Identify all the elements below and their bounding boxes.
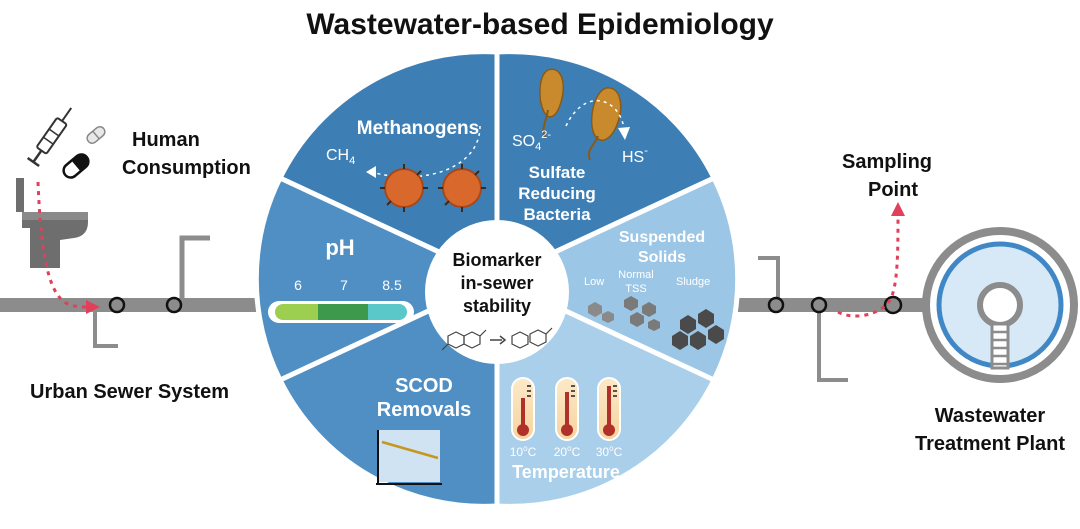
sewer-pipe-left: [0, 298, 296, 312]
sewer-system-right: Sampling Point Wastewater Treatment Plan…: [738, 151, 1078, 455]
methane-formula-sub: 4: [349, 155, 355, 167]
methanogens-label: Methanogens: [357, 118, 479, 139]
ph-label: pH: [325, 235, 354, 260]
sampling-point-line2: Point: [868, 179, 918, 201]
temp-value-20: 20: [554, 445, 568, 459]
solids-sludge-particles-icon: [672, 309, 724, 350]
sewer-system-left: Human Consumption Urban Sewer System: [0, 107, 296, 403]
solids-low-label: Low: [584, 276, 604, 288]
temp-unit-10: C: [528, 445, 537, 459]
scod-label-line2: Removals: [377, 399, 472, 421]
center-circle: [425, 220, 569, 364]
solids-low-particles-icon: [588, 302, 614, 323]
methanogen-cell-2-icon: [438, 164, 486, 212]
methane-formula: CH4: [326, 147, 355, 167]
thermometer-3-icon: [597, 377, 621, 441]
sulfate-ion-sup: 2-: [541, 129, 551, 141]
ph-value-7: 7: [340, 277, 348, 293]
thermometer-1-icon: [511, 377, 535, 441]
sulfate-label-line2: Reducing: [518, 184, 595, 203]
sulfate-label-line1: Sulfate: [529, 163, 586, 182]
sulfate-path-arrowhead: [618, 127, 630, 140]
sampling-arrowhead: [891, 202, 905, 216]
treatment-plant-line2: Treatment Plant: [915, 433, 1065, 455]
sewer-node-1: [108, 296, 126, 314]
human-consumption-line2: Consumption: [122, 157, 251, 179]
solids-sludge-label: Sludge: [676, 276, 710, 288]
hydrosulfide-formula: HS-: [622, 145, 648, 166]
pipe-bracket-right: [817, 310, 848, 382]
human-consumption-line1: Human: [132, 129, 200, 151]
sampling-arrow: [837, 213, 900, 318]
center-label-line3: stability: [463, 296, 531, 316]
treatment-plant-line1: Wastewater: [935, 405, 1046, 427]
methanogen-path-arrow: [371, 125, 481, 178]
molecule-degradation-icon: [441, 327, 553, 351]
pill-capsule-black-icon: [62, 153, 90, 179]
hydrosulfide-main: HS: [622, 149, 644, 166]
flow-arrowhead-left: [86, 300, 100, 314]
solids-label-line1: Suspended: [619, 229, 705, 246]
sewer-node-2: [165, 296, 183, 314]
thermometer-2-icon: [555, 377, 579, 441]
stability-factor-wheel: Methanogens CH4: [253, 49, 741, 509]
treatment-plant-icon: [922, 227, 1078, 383]
hydrosulfide-sup: -: [644, 145, 648, 157]
syringe-icon: [26, 107, 73, 168]
solids-normal-label-2: TSS: [625, 283, 646, 295]
sulfate-bacterium-1-icon: [539, 68, 564, 139]
manhole-bracket: [179, 235, 210, 300]
temp-unit-30: C: [614, 445, 623, 459]
sulfate-ion-formula: SO42-: [512, 129, 551, 153]
solids-normal-label-1: Normal: [618, 269, 653, 281]
methanogen-path-arrowhead: [366, 166, 376, 178]
temp-label-20: 20oC: [554, 444, 581, 459]
sector-methanogens: [276, 49, 500, 283]
sampling-point-line1: Sampling: [842, 151, 932, 173]
diagram-title: Wastewater-based Epidemiology: [306, 8, 774, 41]
sulfate-label-line3: Bacteria: [523, 205, 591, 224]
sulfate-path-arrow: [565, 99, 625, 129]
temp-degree-30: o: [609, 444, 614, 453]
methanogen-cell-1-icon: [380, 164, 428, 212]
temp-value-10: 10: [510, 445, 524, 459]
methane-formula-main: CH: [326, 147, 349, 164]
solids-label-line2: Solids: [638, 249, 686, 266]
urban-sewer-label: Urban Sewer System: [30, 381, 229, 403]
temp-label-30: 30oC: [596, 444, 623, 459]
temperature-label: Temperature: [512, 462, 620, 482]
sulfate-ion-sub: 4: [535, 141, 541, 153]
ph-scale-bar: [268, 301, 414, 323]
sewer-node-4: [810, 296, 828, 314]
temp-degree-10: o: [523, 444, 528, 453]
solids-normal-particles-icon: [624, 296, 660, 331]
sampling-node: [883, 295, 903, 315]
sulfate-ion-main: SO: [512, 133, 535, 150]
manhole-bracket-right: [758, 256, 780, 300]
pipe-bracket-low: [93, 310, 118, 348]
ph-value-6: 6: [294, 277, 302, 293]
flow-arrow-left: [36, 181, 89, 309]
sector-ph: [253, 174, 503, 384]
center-label-line2: in-sewer: [460, 273, 533, 293]
temp-label-10: 10oC: [510, 444, 537, 459]
sewer-node-3: [767, 296, 785, 314]
pill-capsule-gray-icon: [86, 126, 106, 144]
center-label-line1: Biomarker: [452, 250, 541, 270]
temp-value-30: 30: [596, 445, 610, 459]
ph-value-85: 8.5: [382, 277, 402, 293]
toilet-icon: [16, 178, 88, 268]
temp-degree-20: o: [567, 444, 572, 453]
scod-trend-chart-icon: [376, 430, 442, 485]
scod-label-line1: SCOD: [395, 375, 453, 397]
temp-unit-20: C: [572, 445, 581, 459]
sector-solids: [491, 174, 741, 384]
